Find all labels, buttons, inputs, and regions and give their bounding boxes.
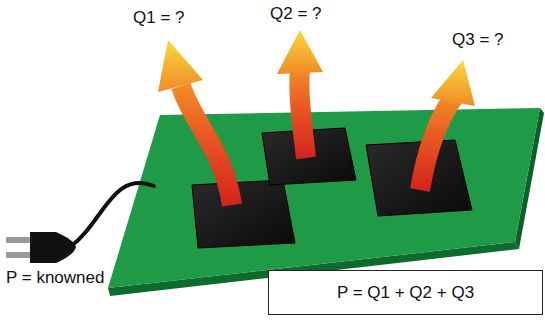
heat-label: Q1 = ? xyxy=(133,8,185,28)
equation-text: P = Q1 + Q2 + Q3 xyxy=(337,283,474,303)
heat-arrow-head xyxy=(431,60,475,106)
plug-body xyxy=(30,232,76,263)
board-top xyxy=(108,108,540,288)
heat-arrow xyxy=(299,70,306,158)
heat-arrow xyxy=(181,86,232,205)
plug-prong xyxy=(6,237,32,243)
power-label: P = knowned xyxy=(6,268,104,288)
plug-prong xyxy=(6,252,32,258)
heat-arrow-head xyxy=(158,40,203,92)
chip xyxy=(192,180,295,248)
power-cable xyxy=(70,183,154,247)
heat-arrow-head xyxy=(277,30,323,74)
heat-arrow xyxy=(420,98,453,190)
equation-box: P = Q1 + Q2 + Q3 xyxy=(268,270,543,315)
heat-label: Q3 = ? xyxy=(452,30,504,50)
heat-label: Q2 = ? xyxy=(270,4,322,24)
